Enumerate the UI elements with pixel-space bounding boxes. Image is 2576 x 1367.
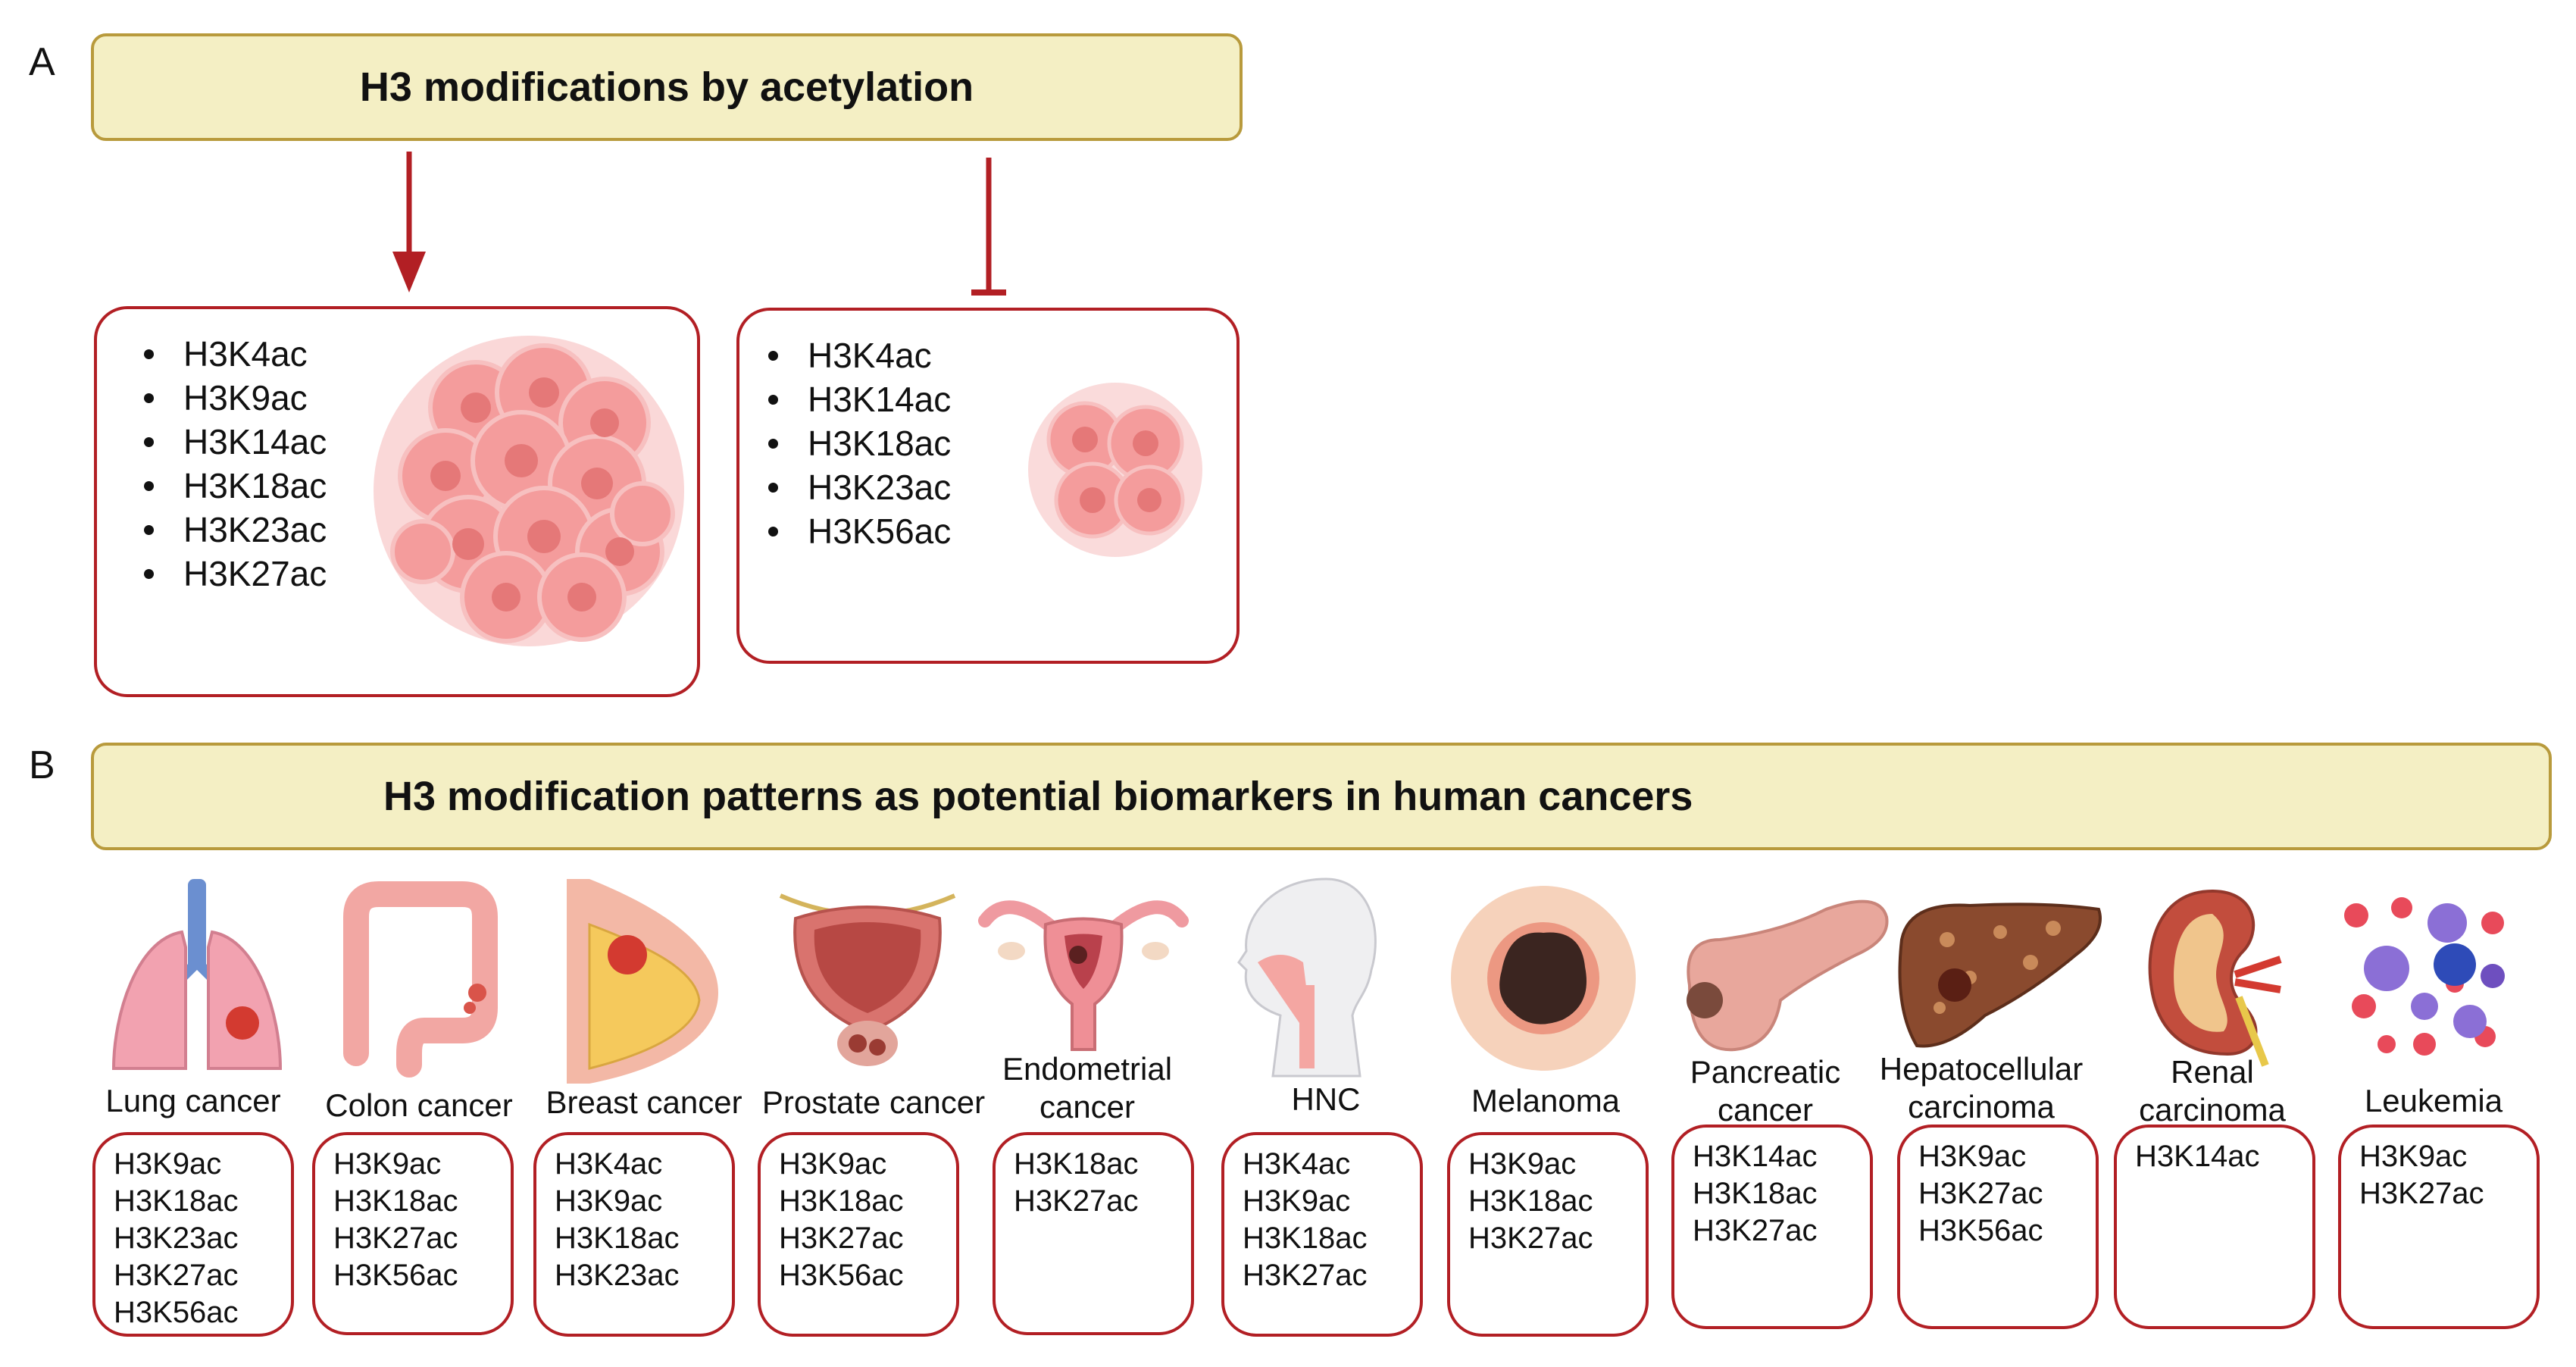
mark-item: H3K56ac xyxy=(1918,1214,2043,1247)
panel-a-letter: A xyxy=(29,40,55,84)
mark-item: H3K9ac xyxy=(1468,1147,1577,1181)
melanoma-marks-box: H3K9ac H3K18ac H3K27ac xyxy=(1447,1132,1649,1337)
cancer-label: Breast cancer xyxy=(546,1084,742,1120)
list-item: H3K4ac xyxy=(139,332,327,376)
cancer-label: Hepatocellular carcinoma xyxy=(1879,1051,2084,1125)
kidney-icon xyxy=(2148,889,2282,1067)
prostate-marks-box: H3K9ac H3K18ac H3K27ac H3K56ac xyxy=(758,1132,959,1337)
large-tumor-cell-cluster xyxy=(374,336,684,646)
mark-item: H3K27ac xyxy=(114,1259,239,1292)
inhibit-list: H3K4ac H3K14ac H3K18ac H3K23ac H3K56ac xyxy=(764,333,951,553)
list-item: H3K14ac xyxy=(764,377,951,421)
lung-icon xyxy=(111,879,283,1070)
inhibition-arrow xyxy=(971,158,1006,296)
mark-item: H3K56ac xyxy=(779,1259,904,1292)
leukemia-blood-cells-icon xyxy=(2344,897,2505,1056)
mark-item: H3K18ac xyxy=(1693,1177,1818,1210)
mark-item: H3K9ac xyxy=(1918,1140,2027,1173)
mark-item: H3K9ac xyxy=(114,1147,222,1181)
panel-a-banner: H3 modifications by acetylation xyxy=(91,33,1243,141)
mark-item: H3K18ac xyxy=(779,1184,904,1218)
cancer-label: Endometrial cancer xyxy=(1002,1051,1173,1125)
mark-item: H3K27ac xyxy=(1468,1222,1593,1255)
mark-item: H3K18ac xyxy=(1014,1147,1139,1181)
liver-icon xyxy=(1898,902,2102,1048)
list-item: H3K18ac xyxy=(139,464,327,508)
uterus-icon xyxy=(978,900,1189,1051)
mark-item: H3K9ac xyxy=(333,1147,442,1181)
pancreatic-marks-box: H3K14ac H3K18ac H3K27ac xyxy=(1671,1125,1873,1329)
panel-b-banner: H3 modification patterns as potential bi… xyxy=(91,743,2552,850)
endometrial-marks-box: H3K18ac H3K27ac xyxy=(993,1132,1194,1335)
list-item: H3K9ac xyxy=(139,376,327,420)
cancer-label: HNC xyxy=(1291,1081,1361,1117)
promote-box: H3K4ac H3K9ac H3K14ac H3K18ac H3K23ac H3… xyxy=(94,306,700,697)
mark-item: H3K27ac xyxy=(1243,1259,1368,1292)
list-item: H3K18ac xyxy=(764,421,951,465)
promote-list: H3K4ac H3K9ac H3K14ac H3K18ac H3K23ac H3… xyxy=(139,332,327,596)
activation-arrow xyxy=(392,152,426,292)
head-neck-icon xyxy=(1237,877,1377,1078)
mark-item: H3K18ac xyxy=(114,1184,239,1218)
hepatocellular-marks-box: H3K9ac H3K27ac H3K56ac xyxy=(1897,1125,2099,1329)
cancer-label: Colon cancer xyxy=(325,1087,513,1123)
mark-item: H3K9ac xyxy=(2359,1140,2468,1173)
pancreas-icon xyxy=(1687,899,1889,1052)
colon-marks-box: H3K9ac H3K18ac H3K27ac H3K56ac xyxy=(312,1132,514,1335)
panel-a-title: H3 modifications by acetylation xyxy=(359,64,974,110)
mark-item: H3K56ac xyxy=(114,1296,239,1329)
colon-icon xyxy=(343,881,498,1078)
cancer-label: Prostate cancer xyxy=(761,1084,986,1120)
list-item: H3K56ac xyxy=(764,509,951,553)
mark-item: H3K18ac xyxy=(555,1222,680,1255)
renal-marks-box: H3K14ac xyxy=(2114,1125,2315,1329)
mark-item: H3K27ac xyxy=(1693,1214,1818,1247)
leukemia-marks-box: H3K9ac H3K27ac xyxy=(2338,1125,2540,1329)
mark-item: H3K27ac xyxy=(2359,1177,2484,1210)
mark-item: H3K9ac xyxy=(1243,1184,1351,1218)
mark-item: H3K23ac xyxy=(555,1259,680,1292)
cancer-label: Melanoma xyxy=(1471,1083,1621,1118)
hnc-marks-box: H3K4ac H3K9ac H3K18ac H3K27ac xyxy=(1221,1132,1423,1337)
mark-item: H3K27ac xyxy=(333,1222,458,1255)
mark-item: H3K56ac xyxy=(333,1259,458,1292)
melanoma-icon xyxy=(1451,886,1636,1071)
mark-item: H3K18ac xyxy=(1243,1222,1368,1255)
mark-item: H3K4ac xyxy=(555,1147,663,1181)
cancer-label: Lung cancer xyxy=(105,1083,281,1118)
cancer-label: Leukemia xyxy=(2364,1083,2503,1118)
breast-icon xyxy=(567,879,718,1084)
list-item: H3K27ac xyxy=(139,552,327,596)
cancer-label: Renal carcinoma xyxy=(2139,1054,2286,1128)
list-item: H3K14ac xyxy=(139,420,327,464)
mark-item: H3K14ac xyxy=(2135,1140,2260,1173)
prostate-icon xyxy=(779,893,956,1066)
mark-item: H3K27ac xyxy=(1918,1177,2043,1210)
lung-marks-box: H3K9ac H3K18ac H3K23ac H3K27ac H3K56ac xyxy=(92,1132,294,1337)
panel-b-letter: B xyxy=(29,743,55,787)
mark-item: H3K27ac xyxy=(779,1222,904,1255)
list-item: H3K23ac xyxy=(764,465,951,509)
mark-item: H3K14ac xyxy=(1693,1140,1818,1173)
mark-item: H3K9ac xyxy=(555,1184,663,1218)
mark-item: H3K27ac xyxy=(1014,1184,1139,1218)
breast-marks-box: H3K4ac H3K9ac H3K18ac H3K23ac xyxy=(533,1132,735,1337)
mark-item: H3K9ac xyxy=(779,1147,887,1181)
cancer-label: Pancreatic cancer xyxy=(1690,1054,1841,1128)
list-item: H3K23ac xyxy=(139,508,327,552)
list-item: H3K4ac xyxy=(764,333,951,377)
inhibit-box: H3K4ac H3K14ac H3K18ac H3K23ac H3K56ac xyxy=(736,308,1240,664)
small-tumor-cell-cluster xyxy=(1028,383,1202,557)
mark-item: H3K4ac xyxy=(1243,1147,1351,1181)
mark-item: H3K18ac xyxy=(1468,1184,1593,1218)
mark-item: H3K18ac xyxy=(333,1184,458,1218)
panel-b-title: H3 modification patterns as potential bi… xyxy=(383,774,1693,819)
mark-item: H3K23ac xyxy=(114,1222,239,1255)
